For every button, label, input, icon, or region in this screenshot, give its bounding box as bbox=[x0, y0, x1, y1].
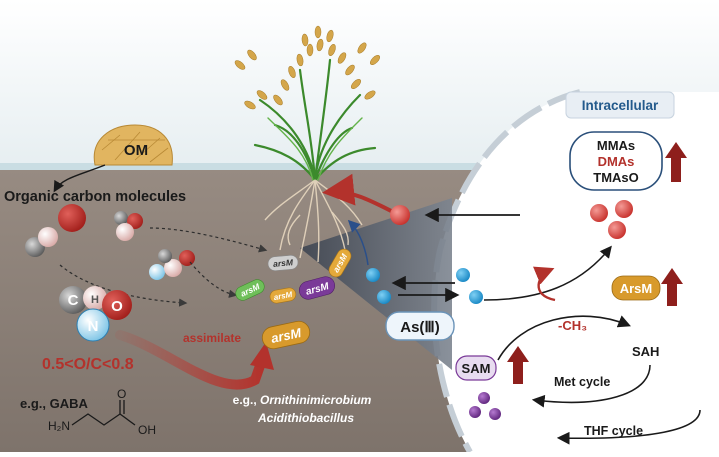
met-cycle-label: Met cycle bbox=[554, 375, 610, 389]
thf-cycle-arrow bbox=[556, 409, 701, 445]
example-prefix: e.g., bbox=[233, 393, 257, 407]
om-arrow bbox=[53, 164, 106, 193]
thf-cycle-label: THF cycle bbox=[584, 424, 643, 438]
atom-n-label: N bbox=[88, 318, 99, 335]
microbe-acidithiobacillus: Acidithiobacillus bbox=[257, 411, 354, 425]
mmas-label: MMAs bbox=[597, 138, 635, 153]
organic-carbon-label: Organic carbon molecules bbox=[4, 189, 186, 205]
sam-label: SAM bbox=[462, 361, 491, 376]
om-label: OM bbox=[124, 142, 148, 159]
gaba-oh-label: OH bbox=[138, 423, 156, 437]
arsm-protein-label: ArsM bbox=[620, 281, 653, 296]
flow-arrow-1 bbox=[59, 264, 188, 307]
sam-molecules-icon bbox=[469, 392, 501, 420]
methylated-as-extracellular-icon bbox=[390, 205, 410, 225]
methylated-as-uptake-arrow bbox=[322, 173, 396, 215]
molecule-2-icon bbox=[114, 211, 143, 241]
atom-h-label: H bbox=[91, 294, 99, 306]
atom-o-label: O bbox=[111, 298, 123, 315]
increase-arrow-sam-icon bbox=[507, 346, 529, 384]
assimilate-arrow bbox=[115, 330, 267, 390]
methylated-as-intracellular-icon bbox=[590, 200, 633, 239]
molecule-1-icon bbox=[25, 204, 86, 257]
oc-ratio-label: 0.5<O/C<0.8 bbox=[42, 356, 134, 373]
arsm-pill-green bbox=[235, 279, 265, 301]
atom-c-label: C bbox=[68, 292, 79, 309]
increase-arrow-methylated-icon bbox=[665, 142, 687, 182]
dmas-label: DMAs bbox=[598, 154, 635, 169]
arsm-pill-gold-small-label: arsM bbox=[273, 290, 293, 302]
arsm-pill-gold-vertical bbox=[328, 248, 352, 278]
methyl-group-label: -CH₃ bbox=[558, 318, 587, 333]
gaba-o-label: O bbox=[117, 387, 126, 401]
arsm-pill-grey bbox=[267, 255, 299, 271]
sam-to-sah-arrow bbox=[497, 315, 631, 361]
water-surface-line bbox=[0, 163, 719, 171]
intracellular-label: Intracellular bbox=[582, 98, 659, 113]
as-uptake-arrow bbox=[347, 219, 369, 266]
as3-badge bbox=[385, 311, 455, 341]
methylation-arrow bbox=[483, 245, 612, 301]
flow-arrow-3 bbox=[189, 261, 238, 298]
met-cycle-return-arrow bbox=[531, 364, 651, 408]
increase-arrow-arsm-icon bbox=[661, 268, 683, 306]
as3-intracellular-icon-1 bbox=[456, 268, 470, 282]
assimilate-arrowhead bbox=[250, 342, 274, 370]
rice-plant-icon bbox=[234, 25, 380, 182]
arsm-pill-gold-small bbox=[269, 287, 297, 304]
organic-matter-icon bbox=[93, 124, 173, 166]
sah-label: SAH bbox=[632, 344, 659, 359]
tmaso-label: TMAsO bbox=[593, 170, 639, 185]
sam-badge bbox=[455, 355, 497, 381]
arsm-pill-main bbox=[261, 320, 311, 350]
arsm-pill-purple bbox=[299, 276, 335, 300]
chon-atoms-icon bbox=[59, 286, 132, 342]
microbe-ornithinimicrobium: Ornithinimicrobium bbox=[260, 393, 372, 407]
example-microbe-line-1: e.g., Ornithinimicrobium bbox=[233, 393, 372, 407]
intracellular-header bbox=[565, 91, 675, 119]
gaba-example-label: e.g., GABA bbox=[20, 396, 89, 411]
as3-intracellular-icon-2 bbox=[469, 290, 483, 304]
arsm-gene-cluster: arsM arsM arsM arsM arsM arsM bbox=[235, 248, 352, 350]
arsm-pill-grey-label: arsM bbox=[273, 257, 295, 269]
assimilate-label: assimilate bbox=[183, 331, 241, 345]
as3-extracellular-icon-2 bbox=[377, 290, 391, 304]
methyl-transfer-arrow bbox=[533, 266, 556, 302]
molecule-3-icon bbox=[149, 249, 195, 280]
arsm-protein-badge bbox=[611, 275, 661, 301]
gaba-h2n-label: H₂N bbox=[48, 419, 70, 433]
methylated-species-box bbox=[569, 131, 663, 191]
as3-extracellular-icon-1 bbox=[366, 268, 380, 282]
as3-label: As(Ⅲ) bbox=[400, 319, 440, 336]
gaba-structure bbox=[71, 400, 136, 426]
arsm-pill-main-label: arsM bbox=[270, 325, 304, 346]
